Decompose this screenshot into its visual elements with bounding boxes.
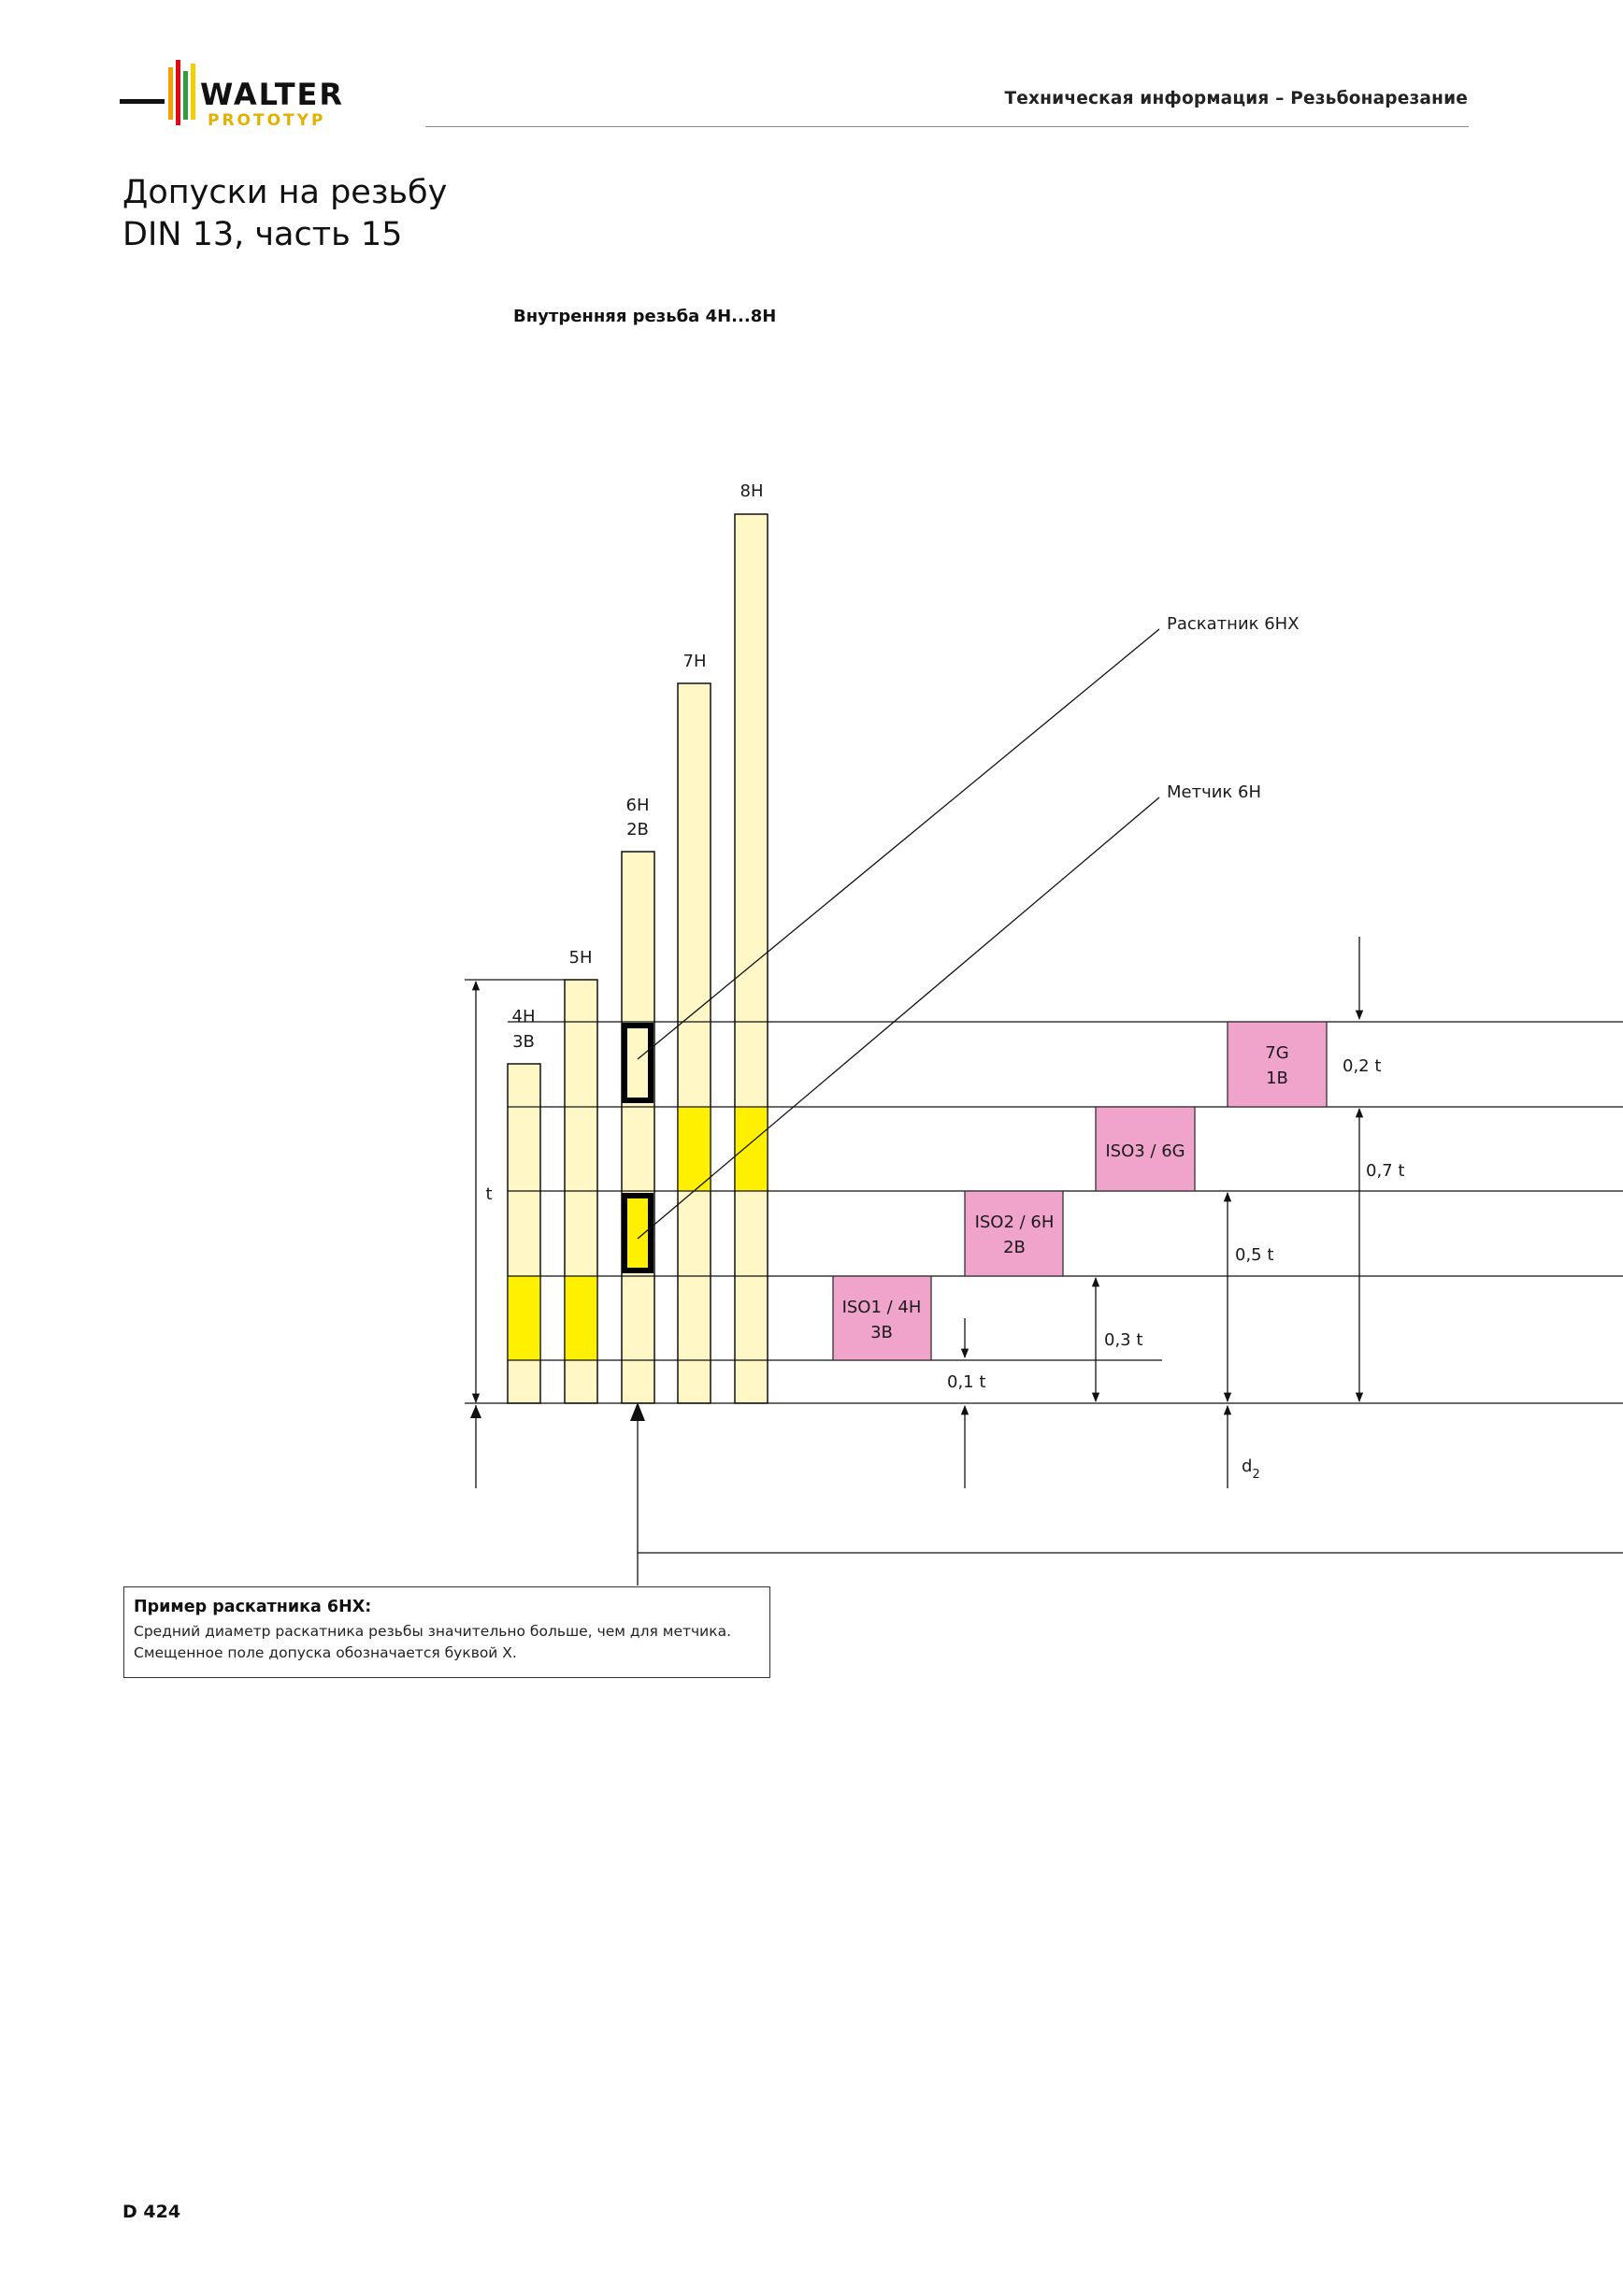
roll-tap-6hx-marker	[622, 1023, 654, 1103]
field-iso1-4h-3b: ISO1 / 4H 3B	[832, 1275, 932, 1361]
page-title: Допуски на резьбу DIN 13, часть 15	[122, 172, 447, 256]
label-t: t	[485, 1184, 492, 1204]
field-iso3-6g: ISO3 / 6G	[1095, 1106, 1196, 1192]
column-4h-3b: 4H 3B	[507, 1007, 541, 1404]
leader-tap	[637, 796, 1160, 1240]
field-label: 2B	[1003, 1238, 1026, 1257]
column-label: 2B	[626, 820, 649, 839]
column-label: 4H	[512, 1007, 536, 1026]
label-07t: 0,7 t	[1366, 1161, 1404, 1181]
column-highlight-band	[508, 1276, 540, 1360]
column-label: 6H	[626, 796, 650, 815]
field-iso2-6h-2b: ISO2 / 6H 2B	[964, 1190, 1064, 1277]
header-divider	[425, 126, 1469, 127]
label-tap-6h: Метчик 6H	[1167, 782, 1261, 802]
field-box	[832, 1275, 932, 1361]
field-label: ISO1 / 4H	[842, 1298, 922, 1317]
label-03t: 0,3 t	[1104, 1330, 1142, 1350]
label-02t: 0,2 t	[1343, 1056, 1381, 1076]
dimension-t-lower-arrow	[470, 1405, 481, 1418]
label-01t: 0,1 t	[947, 1372, 985, 1392]
column-highlight-band	[678, 1107, 711, 1191]
column-bar	[734, 513, 768, 1404]
field-label: 1B	[1266, 1069, 1288, 1088]
diagram-subtitle: Внутренняя резьба 4H...8H	[513, 307, 777, 326]
brand-walter-text: WALTER	[200, 77, 344, 112]
example-box-line-1: Средний диаметр раскатника резьбы значит…	[134, 1623, 732, 1640]
page-number: D 424	[122, 2202, 181, 2222]
column-8h: 8H	[734, 481, 768, 1404]
column-label: 3B	[512, 1032, 535, 1052]
field-box	[1095, 1106, 1196, 1192]
leader-roll-tap	[637, 628, 1160, 1060]
field-label: ISO3 / 6G	[1105, 1141, 1185, 1161]
column-bar	[621, 851, 655, 1404]
label-d2: d2	[1242, 1457, 1260, 1482]
callout-arrow-head	[630, 1402, 645, 1421]
page-title-line-1: Допуски на резьбу	[122, 174, 448, 211]
column-label: 5H	[569, 948, 593, 968]
label-d2-main: d	[1242, 1457, 1252, 1476]
field-box	[964, 1190, 1064, 1277]
column-5h: 5H	[564, 948, 598, 1404]
field-label: ISO2 / 6H	[975, 1213, 1055, 1232]
field-label: 3B	[870, 1323, 893, 1342]
field-7g-1b: 7G 1B	[1227, 1021, 1328, 1108]
label-05t: 0,5 t	[1235, 1245, 1273, 1265]
example-box: Пример раскатника 6HX: Средний диаметр р…	[123, 1586, 770, 1678]
label-roll-tap-6hx: Раскатник 6HX	[1167, 614, 1300, 634]
tap-6h-marker	[622, 1193, 654, 1273]
column-label: 7H	[683, 652, 707, 671]
page-title-line-2: DIN 13, часть 15	[122, 216, 403, 253]
field-label: 7G	[1265, 1043, 1288, 1063]
band-gridlines	[465, 979, 1623, 1554]
example-box-line-2: Смещенное поле допуска обозначается букв…	[134, 1644, 517, 1661]
column-label: 8H	[740, 481, 764, 501]
label-d2-subscript: 2	[1252, 1468, 1259, 1482]
section-header: Техническая информация – Резьбонарезание	[1004, 89, 1468, 108]
walter-prototyp-logo: WALTER PROTOTYP	[120, 60, 344, 130]
field-box	[1227, 1021, 1328, 1108]
column-highlight-band	[735, 1107, 768, 1191]
example-box-title: Пример раскатника 6HX:	[134, 1598, 372, 1616]
column-bar	[677, 682, 711, 1404]
brand-prototyp-text: PROTOTYP	[208, 111, 325, 130]
column-highlight-band	[565, 1276, 597, 1360]
column-7h: 7H	[677, 652, 711, 1404]
